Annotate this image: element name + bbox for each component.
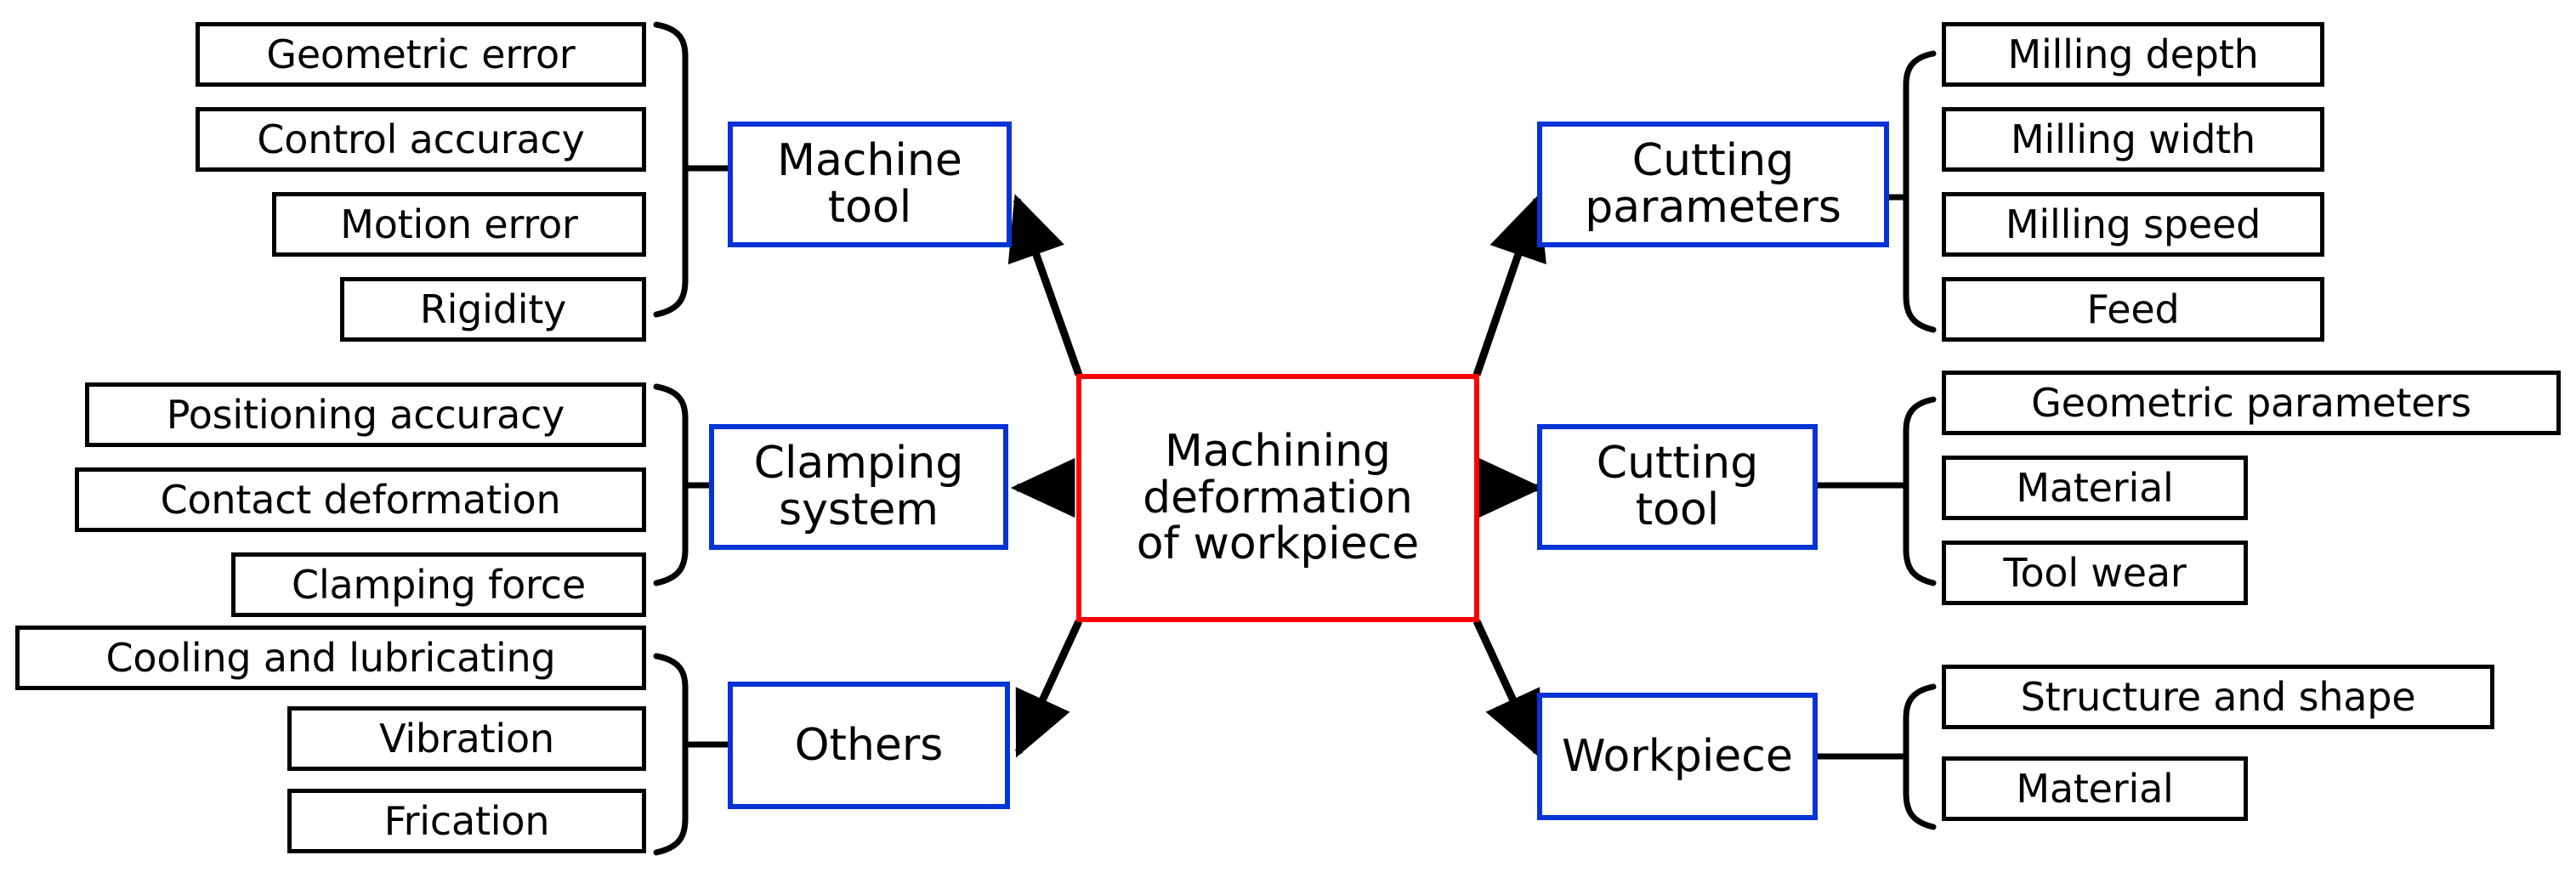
leaf-label: Motion error: [340, 201, 578, 247]
leaf-milling-speed[interactable]: Milling speed: [1942, 192, 2324, 257]
branch-label-line-2: tool: [827, 182, 912, 233]
leaf-label: Material: [2016, 464, 2174, 511]
leaf-milling-depth[interactable]: Milling depth: [1942, 22, 2324, 87]
leaf-label: Vibration: [379, 715, 554, 762]
branch-label-line-1: Workpiece: [1562, 730, 1793, 782]
branch-label-line-2: system: [779, 484, 939, 535]
leaf-label: Control accuracy: [257, 116, 585, 162]
root-label-line-1: Machining: [1164, 426, 1392, 478]
leaf-material-workpiece[interactable]: Material: [1942, 756, 2248, 821]
leaf-cooling-and-lubricating[interactable]: Cooling and lubricating: [15, 626, 646, 690]
leaf-milling-width[interactable]: Milling width: [1942, 107, 2324, 172]
leaf-label: Cooling and lubricating: [105, 634, 556, 681]
leaf-label: Rigidity: [419, 286, 567, 332]
root-node-machining-deformation[interactable]: Machining deformation of workpiece: [1076, 374, 1479, 622]
branch-workpiece[interactable]: Workpiece: [1537, 693, 1818, 820]
leaf-feed[interactable]: Feed: [1942, 277, 2324, 342]
leaf-label: Feed: [2086, 286, 2180, 332]
leaf-positioning-accuracy[interactable]: Positioning accuracy: [85, 382, 646, 447]
branch-label-line-1: Clamping: [753, 438, 964, 490]
leaf-control-accuracy[interactable]: Control accuracy: [196, 107, 646, 172]
leaf-material-tool[interactable]: Material: [1942, 456, 2248, 520]
leaf-label: Clamping force: [292, 561, 586, 608]
root-label-line-2: deformation: [1143, 472, 1413, 524]
branch-machine-tool[interactable]: Machine tool: [728, 122, 1012, 247]
branch-label-line-1: Others: [794, 719, 944, 771]
leaf-label: Tool wear: [2003, 549, 2187, 596]
leaf-tool-wear[interactable]: Tool wear: [1942, 541, 2248, 605]
leaf-structure-and-shape[interactable]: Structure and shape: [1942, 665, 2494, 729]
branch-others[interactable]: Others: [728, 682, 1010, 809]
leaf-rigidity[interactable]: Rigidity: [340, 277, 646, 342]
leaf-label: Structure and shape: [2020, 673, 2416, 720]
leaf-label: Milling depth: [2007, 31, 2259, 77]
leaf-geometric-parameters[interactable]: Geometric parameters: [1942, 371, 2561, 435]
leaf-label: Frication: [383, 797, 550, 844]
leaf-label: Milling speed: [2005, 201, 2261, 247]
leaf-contact-deformation[interactable]: Contact deformation: [75, 467, 646, 532]
branch-label-line-1: Cutting: [1631, 135, 1795, 187]
branch-cutting-parameters[interactable]: Cutting parameters: [1537, 122, 1889, 247]
leaf-geometric-error[interactable]: Geometric error: [196, 22, 646, 87]
branch-label-line-2: tool: [1635, 484, 1720, 535]
root-label-line-3: of workpiece: [1136, 518, 1420, 570]
leaf-motion-error[interactable]: Motion error: [272, 192, 646, 257]
leaf-label: Geometric error: [266, 31, 576, 77]
leaf-label: Positioning accuracy: [166, 391, 565, 438]
leaf-clamping-force[interactable]: Clamping force: [231, 552, 646, 617]
branch-label-line-1: Cutting: [1596, 438, 1759, 490]
leaf-vibration[interactable]: Vibration: [287, 706, 646, 771]
branch-cutting-tool[interactable]: Cutting tool: [1537, 424, 1818, 550]
leaf-label: Material: [2016, 765, 2174, 812]
branch-clamping-system[interactable]: Clamping system: [709, 424, 1008, 550]
leaf-label: Contact deformation: [160, 476, 561, 523]
leaf-label: Geometric parameters: [2031, 379, 2471, 426]
branch-label-line-1: Machine: [777, 135, 962, 187]
leaf-frication[interactable]: Frication: [287, 789, 646, 853]
leaf-label: Milling width: [2011, 116, 2255, 162]
branch-label-line-2: parameters: [1585, 182, 1841, 233]
